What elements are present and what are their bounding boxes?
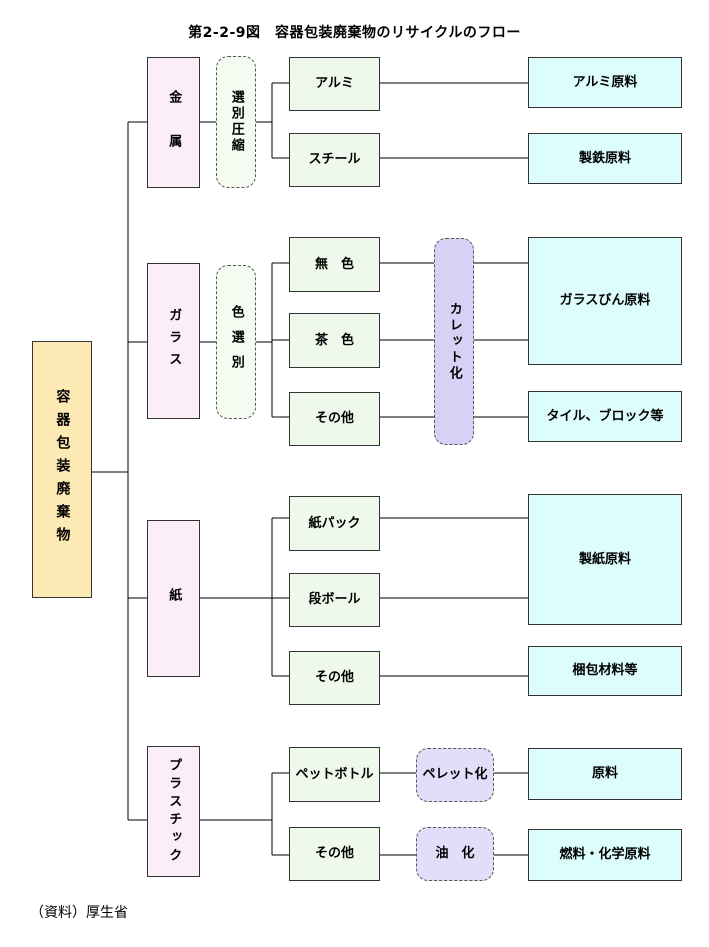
- item-plastic-other: その他: [289, 827, 380, 881]
- item-cardboard: 段ボール: [289, 573, 380, 627]
- process-cullet: カレット化: [434, 238, 474, 445]
- category-paper: 紙: [147, 520, 200, 677]
- output-aluminum-raw: アルミ原料: [528, 57, 682, 108]
- category-metal: 金 属: [147, 57, 200, 188]
- output-papermaking-raw: 製紙原料: [528, 494, 682, 625]
- output-fuel-chemical: 燃料・化学原料: [528, 829, 682, 881]
- item-brown: 茶 色: [289, 313, 380, 368]
- item-paper-pack: 紙パック: [289, 496, 380, 551]
- output-tile-block: タイル、ブロック等: [528, 391, 682, 442]
- item-paper-other: その他: [289, 651, 380, 705]
- process-pellet: ペレット化: [416, 748, 494, 802]
- main-box-packaging-waste: 容器包装廃棄物: [32, 341, 92, 598]
- output-glass-bottle-raw: ガラスびん原料: [528, 237, 682, 365]
- process-color-sort: 色選別: [216, 265, 256, 419]
- item-colorless: 無 色: [289, 237, 380, 292]
- item-glass-other: その他: [289, 392, 380, 446]
- item-aluminum: アルミ: [289, 57, 380, 111]
- process-sort-compress: 選別圧縮: [216, 56, 256, 188]
- category-plastic: プラスチック: [147, 746, 200, 877]
- item-steel: スチール: [289, 133, 380, 187]
- source-note: （資料）厚生省: [30, 905, 128, 921]
- process-oil: 油 化: [416, 827, 494, 881]
- diagram-title: 第2-2-9図 容器包装廃棄物のリサイクルのフロー: [188, 25, 521, 41]
- category-glass: ガラス: [147, 263, 200, 419]
- output-raw-material: 原料: [528, 748, 682, 800]
- output-packing-material: 梱包材料等: [528, 646, 682, 696]
- output-steel-raw: 製鉄原料: [528, 133, 682, 184]
- item-pet-bottle: ペットボトル: [289, 747, 380, 802]
